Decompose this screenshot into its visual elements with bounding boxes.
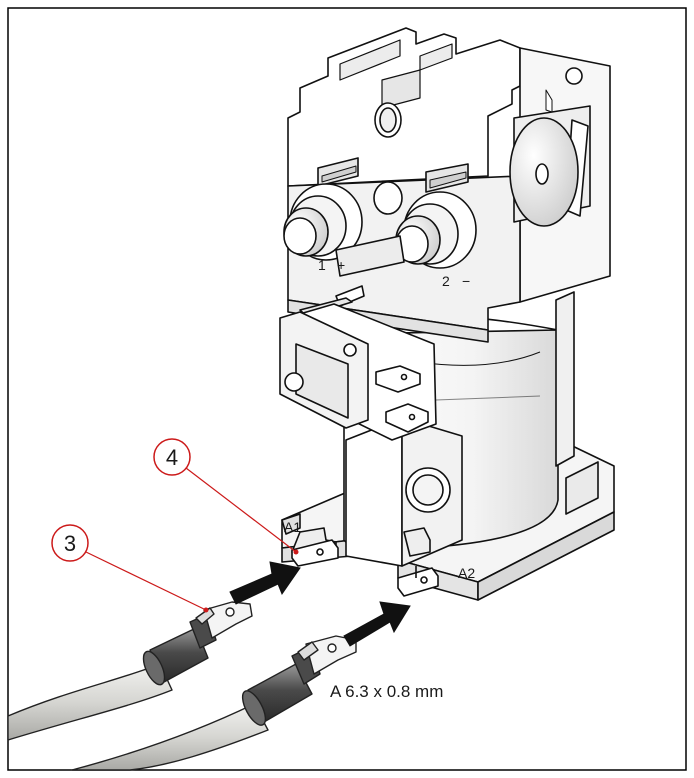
terminal-2-number: 2 bbox=[442, 273, 450, 289]
terminal-bridge bbox=[335, 235, 405, 277]
callout-4-circle bbox=[153, 438, 191, 476]
callout-3-circle bbox=[51, 524, 89, 562]
auxiliary-switch bbox=[279, 285, 437, 441]
figure-frame bbox=[7, 7, 687, 771]
coil-terminal-a2 bbox=[397, 527, 439, 597]
callout-3: 3 bbox=[51, 524, 209, 613]
coil-terminal-a1 bbox=[281, 513, 339, 567]
main-terminal-labels: 1 + 2 − bbox=[318, 257, 470, 289]
terminal-2-sign: − bbox=[462, 273, 470, 289]
insert-arrow-a2 bbox=[343, 601, 411, 647]
insert-arrow-a1 bbox=[229, 561, 301, 605]
callout-3-number: 3 bbox=[64, 531, 76, 556]
main-terminal-2 bbox=[395, 163, 477, 269]
center-boss bbox=[373, 181, 403, 215]
right-support bbox=[555, 291, 575, 467]
callout-4-leader bbox=[185, 467, 297, 553]
coil-housing bbox=[345, 417, 463, 567]
dimension-note: A 6.3 x 0.8 mm bbox=[330, 682, 443, 701]
main-terminal-1 bbox=[283, 157, 363, 261]
cable-lug-right bbox=[305, 635, 357, 675]
contactor bbox=[279, 27, 615, 601]
label-a2: A2 bbox=[458, 565, 475, 581]
terminal-1-number: 1 bbox=[318, 257, 326, 273]
callout-4-number: 4 bbox=[166, 445, 178, 470]
cable-right bbox=[71, 635, 357, 771]
terminal-1-sign: + bbox=[337, 257, 345, 273]
callout-3-leader bbox=[85, 551, 207, 611]
cable-left bbox=[7, 601, 253, 741]
label-a1: A1 bbox=[284, 519, 301, 535]
arc-disc bbox=[509, 117, 579, 227]
callout-4: 4 bbox=[153, 438, 299, 555]
cable-lug-left bbox=[203, 601, 253, 639]
